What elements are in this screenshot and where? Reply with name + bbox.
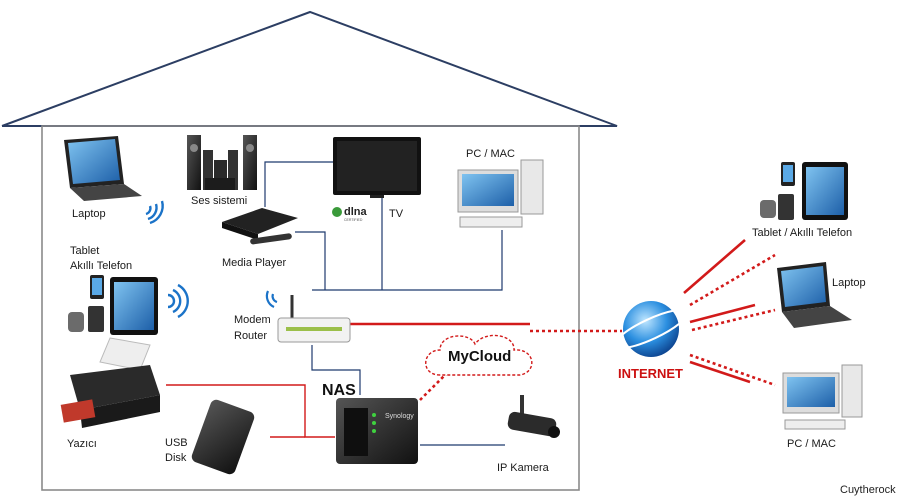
pc-home-device: [457, 159, 544, 228]
svg-text:Synology: Synology: [385, 413, 414, 420]
media-player-device: [222, 208, 298, 245]
tablet-home-label-1: Tablet: [70, 245, 100, 257]
mycloud-icon: [425, 334, 533, 376]
tablet-home-device: [68, 275, 158, 335]
tablet-remote-label: Tablet / Akıllı Telefon: [752, 227, 853, 239]
wifi-laptop-icon: [145, 200, 164, 225]
ip-kamera-label: IP Kamera: [497, 462, 549, 474]
svg-text:CERTIFIED: CERTIFIED: [344, 218, 363, 222]
tablet-remote-device: [760, 162, 848, 220]
mycloud-label: MyCloud: [448, 348, 512, 365]
wan-dotted: [419, 253, 776, 401]
ses-sistemi-label: Ses sistemi: [191, 195, 248, 207]
laptop-remote-device: [777, 262, 852, 328]
tv-device: [333, 137, 421, 198]
usb-label-1: USB: [165, 437, 188, 449]
svg-text:dlna: dlna: [344, 206, 367, 218]
pc-remote-device: [782, 364, 863, 430]
laptop-remote-label: Laptop: [832, 277, 866, 289]
printer-device: [60, 337, 160, 428]
modem-label-1: Modem: [234, 314, 271, 326]
tablet-home-label-2: Akıllı Telefon: [70, 260, 133, 272]
modem-router-device: [277, 295, 351, 343]
laptop-home-device: [64, 136, 142, 201]
nas-label: NAS: [322, 382, 356, 399]
yazici-label: Yazıcı: [67, 438, 97, 450]
house-wall: [41, 125, 580, 491]
usb-disk-device: [191, 399, 255, 475]
wan-cables: [166, 322, 530, 438]
nas-device: Synology: [336, 398, 418, 464]
house-roof: [1, 10, 618, 127]
pc-mac-remote-label: PC / MAC: [787, 438, 836, 450]
wifi-tablet-icon: [167, 283, 189, 319]
wifi-router-icon: [265, 290, 278, 309]
internet-globe-icon: [613, 301, 689, 357]
tv-label: TV: [389, 208, 404, 220]
speakers-device: [187, 135, 257, 190]
internet-label: INTERNET: [618, 366, 683, 381]
pc-mac-home-label: PC / MAC: [466, 148, 515, 160]
lan-cables: [264, 161, 505, 446]
ip-camera-device: [507, 395, 560, 438]
modem-label-2: Router: [234, 330, 268, 342]
media-player-label: Media Player: [222, 257, 287, 269]
usb-label-2: Disk: [165, 452, 187, 464]
laptop-home-label: Laptop: [72, 208, 106, 220]
wan-solid-remote: [683, 239, 756, 384]
credit-label: Cuytherock: [840, 484, 896, 496]
dlna-logo: dlna CERTIFIED: [332, 206, 367, 222]
